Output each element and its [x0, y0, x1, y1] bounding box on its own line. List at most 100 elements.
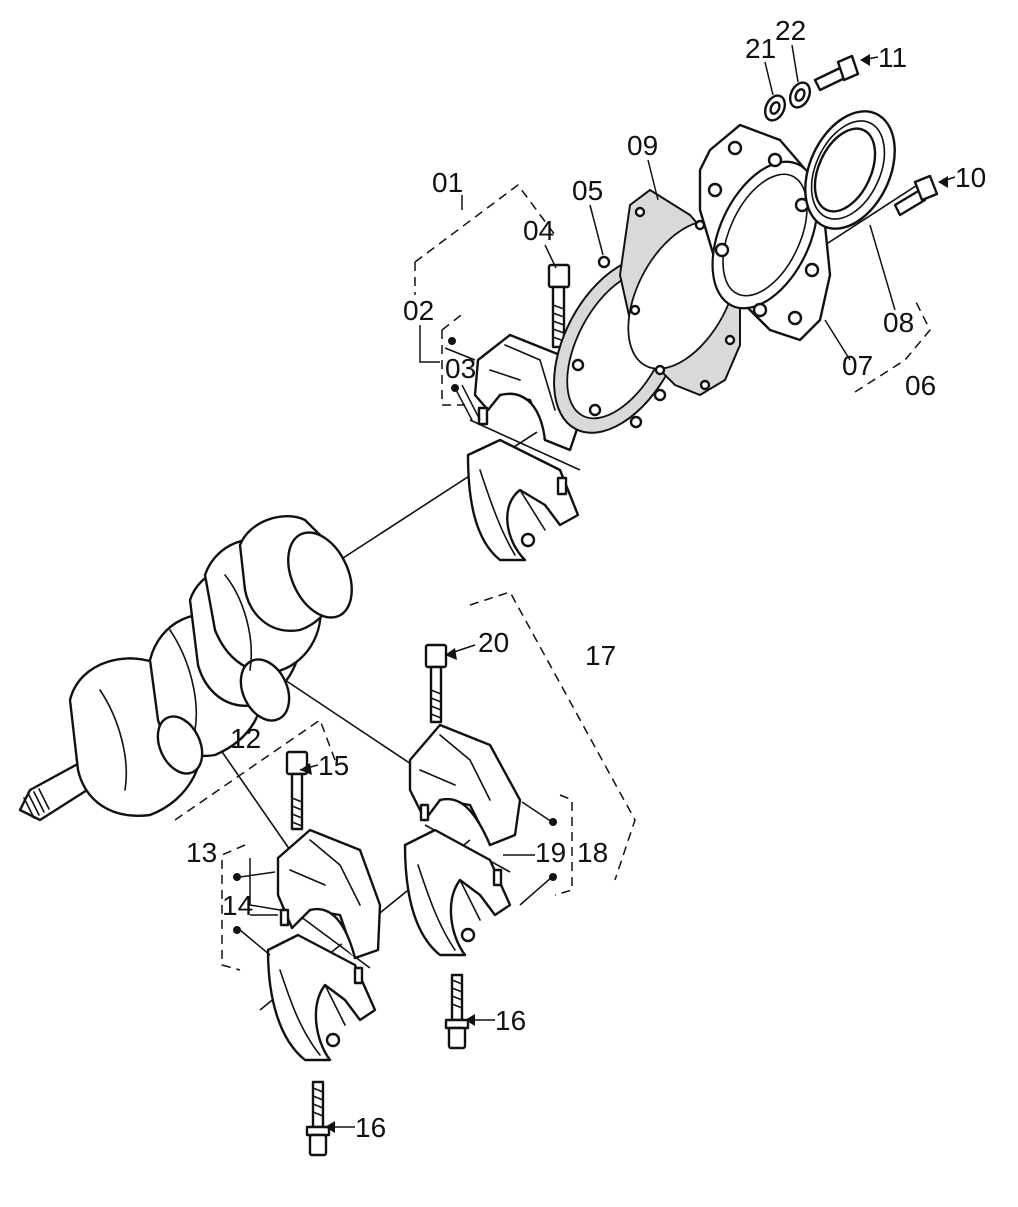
bolt-10 [893, 174, 939, 217]
leader-14 [249, 858, 281, 911]
center-bearing-cap [403, 723, 557, 957]
oil-seal-08 [804, 110, 896, 230]
front-cap-bottom-ribs [279, 969, 346, 1056]
oil-seal-08-inner [813, 127, 877, 213]
bolt-11 [813, 54, 860, 92]
callout-numbers: 01 02 03 04 05 06 07 08 09 10 11 12 13 1… [186, 15, 986, 1143]
callout-10: 10 [955, 162, 986, 193]
bolt-16-middle [444, 973, 470, 1050]
bolt-16-middle-thread [451, 979, 463, 1009]
callout-18: 18 [577, 837, 608, 868]
front-cap-top-bore [308, 907, 357, 960]
callout-09: 09 [627, 130, 658, 161]
crank-web-edge-3 [224, 574, 253, 671]
leader-18b [519, 876, 553, 906]
center-cap-bottom-ribs [417, 864, 481, 951]
callout-06: 06 [905, 370, 936, 401]
bolt-04 [547, 263, 571, 349]
washer-22 [788, 81, 812, 109]
washer-21-hole [769, 101, 781, 115]
dowel-pin-14-a [279, 908, 290, 927]
upper-cap-hole [520, 532, 536, 548]
arrow-11 [860, 54, 870, 66]
dowel-pin-03-b [556, 476, 568, 496]
bolt-hole-marker-a [448, 337, 456, 345]
leader-05 [589, 204, 604, 256]
washer-22-hole [794, 88, 806, 102]
callout-01: 01 [432, 167, 463, 198]
callout-15: 15 [318, 750, 349, 781]
callout-22: 22 [775, 15, 806, 46]
leader-18a [521, 801, 553, 823]
bolt-11-head [836, 54, 860, 82]
callout-03: 03 [445, 353, 476, 384]
callout-13: 13 [186, 837, 217, 868]
callout-07: 07 [842, 350, 873, 381]
crank-web-edge-2 [169, 629, 198, 731]
leader-front-marker-b [239, 929, 271, 956]
crankshaft [18, 515, 353, 822]
arrow-20 [445, 648, 457, 660]
center-cap-top-half [408, 723, 522, 847]
upper-cap-bottom-ribs [479, 469, 546, 556]
bracket-17 [469, 591, 636, 881]
dowel-pin-03-a [477, 406, 489, 426]
upper-bearing-cap [448, 333, 582, 562]
seal-housing-07-bore-inner [722, 173, 808, 297]
washer-21 [763, 94, 787, 122]
bolt-10-head [913, 174, 939, 202]
bracket-06 [854, 299, 931, 393]
bolt-20-thread [430, 689, 442, 719]
dowel-pin-19-a [419, 803, 430, 822]
callout-21: 21 [745, 33, 776, 64]
callout-20: 20 [478, 627, 509, 658]
bracket-01 [414, 183, 556, 295]
callout-14: 14 [222, 890, 253, 921]
crankshaft-thread [23, 788, 50, 819]
bolt-16-lower-thread [312, 1087, 324, 1117]
arrow-16-lower [325, 1121, 335, 1133]
bolt-15 [285, 750, 309, 831]
group-brackets [174, 183, 931, 971]
dowel-pin-19-b [492, 868, 503, 887]
leader-marker-b [454, 387, 473, 421]
bolt-16-lower-head [308, 1133, 328, 1157]
center-bolt-hole-marker-b [549, 873, 557, 881]
leader-02 [419, 325, 440, 363]
callout-05: 05 [572, 175, 603, 206]
leader-front-marker-a [239, 871, 276, 878]
callout-19: 19 [535, 837, 566, 868]
leader-arrows [300, 54, 948, 1133]
leader-04 [544, 244, 557, 269]
center-bolt-hole-marker-a [549, 818, 557, 826]
bolt-04-thread [552, 304, 565, 342]
bolt-20 [424, 643, 448, 724]
seal-housing-07-holes [707, 140, 820, 326]
arrow-16-middle [465, 1014, 475, 1026]
leader-22 [791, 44, 799, 83]
front-cap-hole [325, 1032, 341, 1048]
center-cap-hole [460, 927, 476, 943]
bracket-13 [221, 844, 246, 971]
callout-11: 11 [878, 42, 907, 73]
crankshaft-rear-flange [287, 531, 353, 619]
leader-21 [764, 61, 774, 96]
leader-marker-a [444, 347, 476, 361]
upper-cap-ribs [489, 344, 556, 411]
callout-12: 12 [230, 723, 261, 754]
arrow-15 [300, 763, 312, 775]
upper-cap-bore [498, 392, 547, 442]
front-bolt-hole-marker-a [233, 873, 241, 881]
seal-housing-07 [698, 123, 832, 342]
bracket-02 [441, 311, 466, 406]
leader-09 [647, 159, 659, 201]
callout-17: 17 [585, 640, 616, 671]
front-cap-top-ribs [289, 839, 361, 906]
center-cap-top-ribs [419, 734, 491, 801]
upper-cap-bottom-half [466, 438, 580, 562]
callout-16-middle: 16 [495, 1005, 526, 1036]
callout-04: 04 [523, 215, 554, 246]
bolt-04-head [547, 263, 571, 289]
callout-02: 02 [403, 295, 434, 326]
